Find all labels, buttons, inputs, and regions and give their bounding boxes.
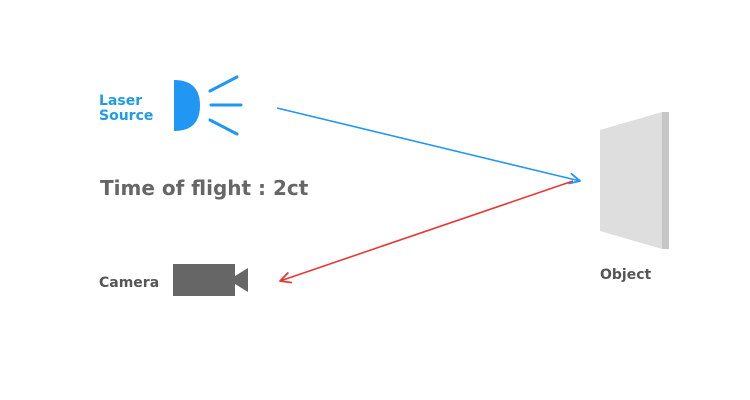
object-front-face	[600, 112, 662, 249]
time-of-flight-label: Time of flight : 2ct	[100, 176, 309, 200]
laser-label-line2: Source	[99, 108, 154, 124]
laser-source-label: Laser Source	[99, 94, 153, 124]
reflected-ray	[279, 180, 574, 284]
camera-body	[173, 264, 235, 296]
object-side-face	[662, 112, 669, 249]
camera-label: Camera	[99, 275, 160, 291]
object-panel	[600, 112, 669, 249]
video-camera-icon	[173, 264, 248, 296]
object-label: Object	[600, 267, 652, 283]
emitted-ray	[276, 107, 581, 185]
laser-label-line1: Laser	[99, 93, 143, 109]
laser-source-icon	[174, 75, 243, 136]
laser-dome	[174, 80, 200, 131]
camera-lens	[235, 268, 248, 292]
laser-beam-upper	[208, 75, 239, 93]
laser-beam-lower	[208, 118, 239, 136]
